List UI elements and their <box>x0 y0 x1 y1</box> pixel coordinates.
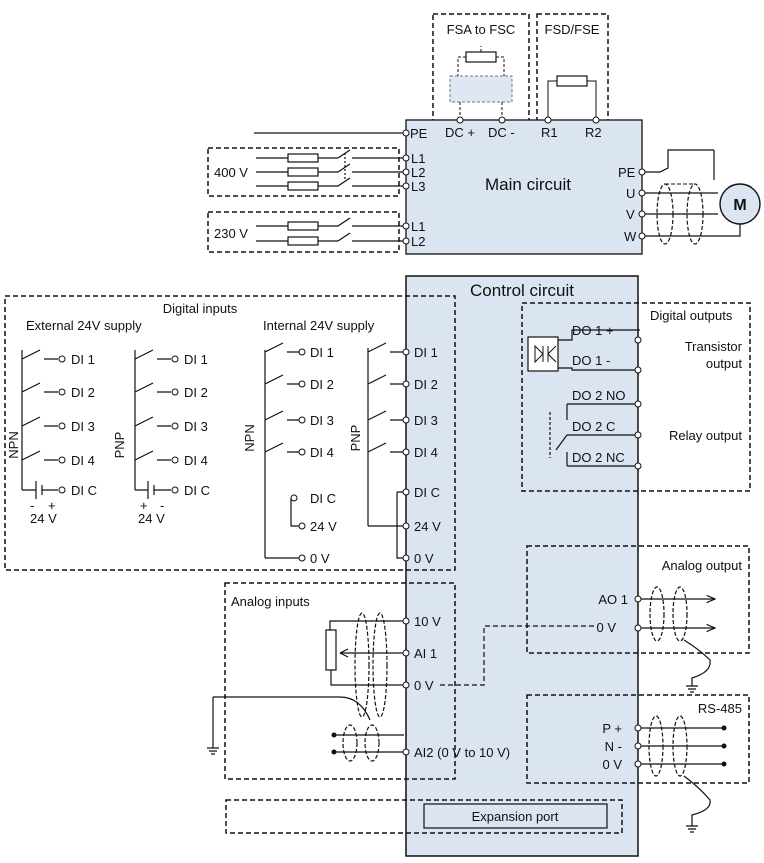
digital-outputs-box <box>521 302 751 492</box>
int-npn-di1: DI 1 <box>310 345 334 360</box>
rs485-0v-label: 0 V <box>602 757 622 772</box>
cc-di4: DI 4 <box>414 445 438 460</box>
ext-npn-plus: + <box>48 498 56 513</box>
cc-di2: DI 2 <box>414 377 438 392</box>
ext-npn-24v: 24 V <box>30 511 57 526</box>
control-circuit-label: Control circuit <box>470 281 574 300</box>
l3-label: L3 <box>411 179 425 194</box>
int-npn-di3: DI 3 <box>310 413 334 428</box>
fsd-fse-label: FSD/FSE <box>545 22 600 37</box>
int-pnp-label: PNP <box>348 425 363 452</box>
int-npn-24v: 24 V <box>310 519 337 534</box>
expansion-port-label: Expansion port <box>472 809 559 824</box>
cc-dic: DI C <box>414 485 440 500</box>
v400-label: 400 V <box>214 165 248 180</box>
r1-label: R1 <box>541 125 558 140</box>
cc-24v: 24 V <box>414 519 441 534</box>
rs485-n-label: N - <box>605 739 622 754</box>
external-supply-label: External 24V supply <box>26 318 142 333</box>
ai2-label: AI2 (0 V to 10 V) <box>414 745 510 760</box>
ext-pnp-di4: DI 4 <box>184 453 208 468</box>
u-label: U <box>626 186 635 201</box>
digital-inputs-box <box>4 295 456 571</box>
ai-0v-label: 0 V <box>414 678 434 693</box>
cc-di3: DI 3 <box>414 413 438 428</box>
l2-label: L2 <box>411 165 425 180</box>
do2-c-label: DO 2 C <box>572 419 615 434</box>
ext-pnp-plus: + <box>140 498 148 513</box>
ext-pnp-24v: 24 V <box>138 511 165 526</box>
ext-npn-di3: DI 3 <box>71 419 95 434</box>
fsa-fsc-label: FSA to FSC <box>447 22 516 37</box>
ext-pnp-di3: DI 3 <box>184 419 208 434</box>
do2-nc-label: DO 2 NC <box>572 450 625 465</box>
main-circuit-box <box>405 119 643 255</box>
do2-no-label: DO 2 NO <box>572 388 625 403</box>
v230-label: 230 V <box>214 226 248 241</box>
int-npn-dic: DI C <box>310 491 336 506</box>
ext-pnp-minus: - <box>160 498 164 513</box>
fsd-resistor-icon <box>556 75 588 87</box>
analog-inputs-title: Analog inputs <box>231 594 310 609</box>
main-circuit-label: Main circuit <box>485 175 571 194</box>
l2b-label: L2 <box>411 234 425 249</box>
l1b-label: L1 <box>411 219 425 234</box>
dc-minus-label: DC - <box>488 125 515 140</box>
motor-icon <box>719 183 761 225</box>
int-npn-di2: DI 2 <box>310 377 334 392</box>
rs485-box <box>526 694 750 784</box>
digital-outputs-title: Digital outputs <box>650 308 733 323</box>
motor-label: M <box>733 197 746 214</box>
analog-output-title: Analog output <box>662 558 743 573</box>
brake-module <box>449 75 513 103</box>
analog-output-box <box>526 545 750 654</box>
pe-label: PE <box>410 126 428 141</box>
transistor-label-1: Transistor <box>685 339 743 354</box>
rs485-p-label: P + <box>602 721 622 736</box>
int-npn-label: NPN <box>242 424 257 451</box>
ao1-label: AO 1 <box>598 592 628 607</box>
ext-npn-di1: DI 1 <box>71 352 95 367</box>
ext-pnp-di1: DI 1 <box>184 352 208 367</box>
expansion-outer-box <box>225 799 623 834</box>
int-npn-di4: DI 4 <box>310 445 334 460</box>
fsd-fse-box <box>536 13 609 146</box>
ext-npn-di2: DI 2 <box>71 385 95 400</box>
ext-npn-dic: DI C <box>71 483 97 498</box>
ext-npn-di4: DI 4 <box>71 453 95 468</box>
transistor-label-2: output <box>706 356 743 371</box>
ai-10v-label: 10 V <box>414 614 441 629</box>
w-label: W <box>624 229 637 244</box>
ext-pnp-dic: DI C <box>184 483 210 498</box>
do1-plus-label: DO 1 + <box>572 323 614 338</box>
ext-npn-minus: - <box>30 498 34 513</box>
internal-supply-label: Internal 24V supply <box>263 318 375 333</box>
rs485-title: RS-485 <box>698 701 742 716</box>
r2-label: R2 <box>585 125 602 140</box>
ao-0v-label: 0 V <box>596 620 616 635</box>
do1-minus-label: DO 1 - <box>572 353 610 368</box>
v-label: V <box>626 207 635 222</box>
pe-out-label: PE <box>618 165 636 180</box>
ai1-label: AI 1 <box>414 646 437 661</box>
digital-inputs-title: Digital inputs <box>163 301 238 316</box>
cc-di1: DI 1 <box>414 345 438 360</box>
cc-0v: 0 V <box>414 551 434 566</box>
relay-output-label: Relay output <box>669 428 742 443</box>
dc-plus-label: DC + <box>445 125 475 140</box>
l1-label: L1 <box>411 151 425 166</box>
int-npn-0v: 0 V <box>310 551 330 566</box>
ext-pnp-label: PNP <box>112 432 127 459</box>
fsa-resistor-icon <box>465 51 497 63</box>
v230-box <box>207 211 400 253</box>
ext-npn-label: NPN <box>6 431 21 458</box>
ext-pnp-di2: DI 2 <box>184 385 208 400</box>
expansion-port <box>423 803 608 829</box>
analog-inputs-box <box>224 582 456 780</box>
